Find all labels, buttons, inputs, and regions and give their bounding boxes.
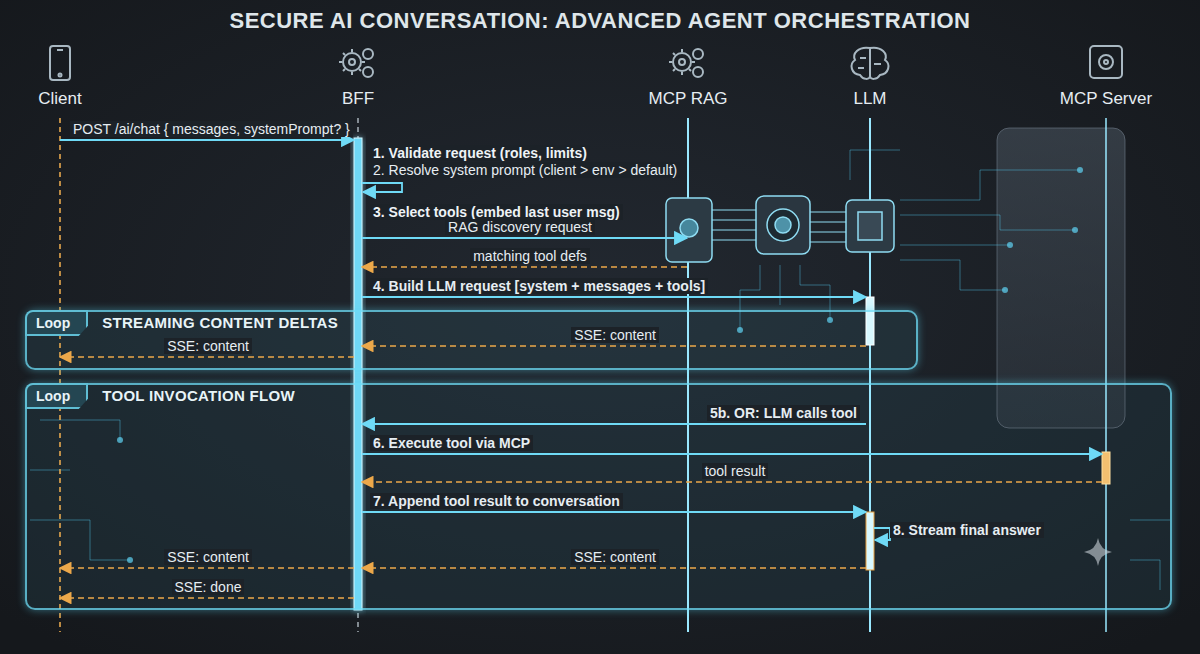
message-label: SSE: content <box>571 549 659 565</box>
message-label: 6. Execute tool via MCP <box>370 435 533 451</box>
participant-label: BFF <box>342 89 374 109</box>
call-message <box>362 237 687 239</box>
participant-header: LLM <box>853 89 886 109</box>
participant-header: Client <box>38 89 81 109</box>
message-label: 2. Resolve system prompt (client > env >… <box>370 162 680 178</box>
message-label: SSE: content <box>571 327 659 343</box>
loop-tag: Loop <box>25 383 88 409</box>
return-message <box>362 345 866 347</box>
call-message <box>362 453 1102 455</box>
return-message <box>60 597 354 599</box>
loop-title: STREAMING CONTENT DELTAS <box>102 314 338 331</box>
message-label: SSE: content <box>164 338 252 354</box>
participant-header: MCP RAG <box>648 89 727 109</box>
message-label: SSE: done <box>172 579 245 595</box>
participant-header: BFF <box>342 89 374 109</box>
message-label: 5b. OR: LLM calls tool <box>707 405 860 421</box>
participant-label: MCP RAG <box>648 89 727 109</box>
return-message <box>362 567 866 569</box>
call-message <box>60 139 354 141</box>
message-label: RAG discovery request <box>445 219 595 235</box>
call-message <box>362 183 402 192</box>
call-message <box>362 296 866 298</box>
phone-icon <box>50 46 70 80</box>
call-message <box>874 528 890 540</box>
call-message <box>362 423 866 425</box>
message-label: POST /ai/chat { messages, systemPrompt? … <box>70 121 353 137</box>
loop-title: TOOL INVOCATION FLOW <box>102 387 295 404</box>
step-note: 1. Validate request (roles, limits) <box>370 145 590 161</box>
participant-header: MCP Server <box>1060 89 1152 109</box>
message-label: SSE: content <box>164 549 252 565</box>
message-label: 8. Stream final answer <box>890 522 1044 538</box>
participant-label: LLM <box>853 89 886 109</box>
message-label: tool result <box>702 463 769 479</box>
return-message <box>60 567 354 569</box>
participant-label: MCP Server <box>1060 89 1152 109</box>
diagram-title: SECURE AI CONVERSATION: ADVANCED AGENT O… <box>0 8 1200 34</box>
call-message <box>362 511 866 513</box>
loop-tag: Loop <box>25 310 88 336</box>
message-label: 4. Build LLM request [system + messages … <box>370 278 708 294</box>
loop-frame: Loop STREAMING CONTENT DELTAS <box>25 310 918 370</box>
message-label: 7. Append tool result to conversation <box>370 493 623 509</box>
message-label: matching tool defs <box>470 248 590 264</box>
return-message <box>60 356 354 358</box>
step-note: 3. Select tools (embed last user msg) <box>370 204 623 220</box>
return-message <box>362 266 687 268</box>
participant-label: Client <box>38 89 81 109</box>
return-message <box>362 481 1102 483</box>
